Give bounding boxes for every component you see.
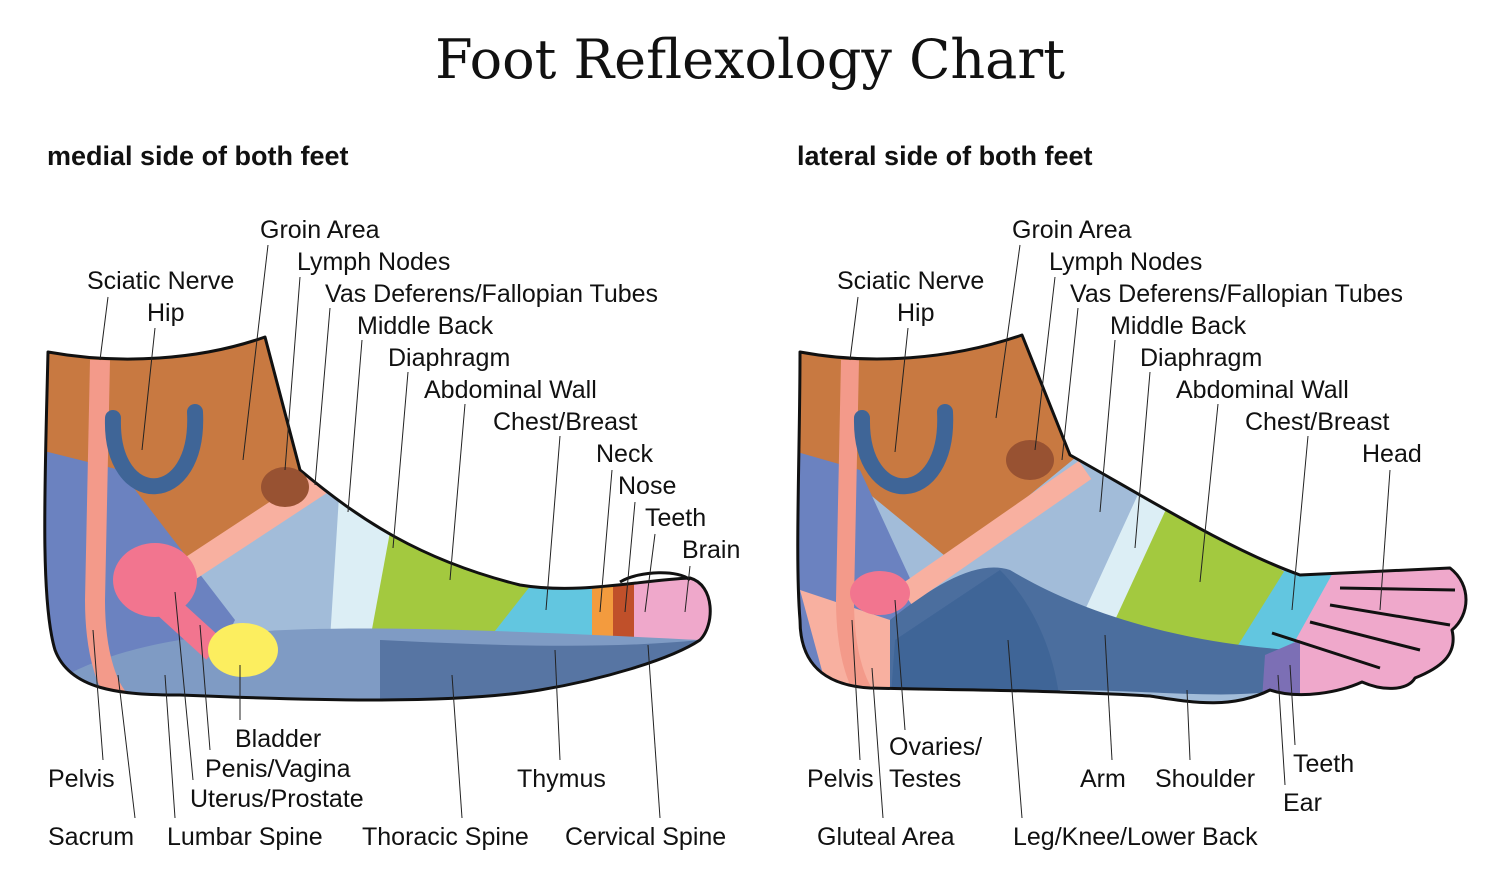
label-lymph-nodes: Lymph Nodes: [297, 248, 450, 276]
label-leg-knee-lower-back: Leg/Knee/Lower Back: [1013, 823, 1258, 851]
label-hip: Hip: [897, 299, 935, 327]
medial-foot: [44, 337, 711, 700]
bladder-marker: [113, 543, 197, 617]
label-vas-deferens: Vas Deferens/Fallopian Tubes: [1070, 280, 1403, 308]
lateral-leaders: [849, 244, 1391, 819]
toe-outline: [619, 571, 692, 584]
label-groin-area: Groin Area: [1012, 216, 1132, 244]
label-ear: Ear: [1283, 789, 1322, 817]
lateral-heading: lateral side of both feet: [797, 141, 1093, 171]
label-penis-vagina: Penis/Vagina: [205, 755, 351, 783]
label-chest-breast: Chest/Breast: [493, 408, 638, 436]
label-abdominal-wall: Abdominal Wall: [424, 376, 597, 404]
lateral-labels: Groin Area Lymph Nodes Vas Deferens/Fall…: [807, 216, 1422, 851]
label-shoulder: Shoulder: [1155, 765, 1255, 793]
label-sciatic-nerve: Sciatic Nerve: [837, 267, 984, 295]
medial-foot-outline: [43, 335, 712, 702]
label-middle-back: Middle Back: [1110, 312, 1247, 340]
label-uterus-prostate: Uterus/Prostate: [190, 785, 364, 813]
medial-heading: medial side of both feet: [47, 141, 349, 171]
label-hip: Hip: [147, 299, 185, 327]
label-teeth: Teeth: [1293, 750, 1354, 778]
label-thymus: Thymus: [517, 765, 606, 793]
label-teeth: Teeth: [645, 504, 706, 532]
label-head: Head: [1362, 440, 1422, 468]
label-cervical-spine: Cervical Spine: [565, 823, 726, 851]
label-sciatic-nerve: Sciatic Nerve: [87, 267, 234, 295]
label-brain: Brain: [682, 536, 740, 564]
label-diaphragm: Diaphragm: [388, 344, 510, 372]
label-abdominal-wall: Abdominal Wall: [1176, 376, 1349, 404]
chart-title: Foot Reflexology Chart: [435, 28, 1065, 91]
label-testes: Testes: [889, 765, 961, 793]
label-arm: Arm: [1080, 765, 1126, 793]
label-ovaries: Ovaries/: [889, 733, 982, 761]
label-nose: Nose: [618, 472, 676, 500]
medial-labels: Groin Area Lymph Nodes Vas Deferens/Fall…: [48, 216, 740, 851]
label-lumbar-spine: Lumbar Spine: [167, 823, 323, 851]
label-pelvis: Pelvis: [807, 765, 874, 793]
uterus-prostate-marker: [208, 623, 278, 677]
label-lymph-nodes: Lymph Nodes: [1049, 248, 1202, 276]
ovaries-testes-marker: [850, 571, 910, 615]
label-vas-deferens: Vas Deferens/Fallopian Tubes: [325, 280, 658, 308]
label-gluteal-area: Gluteal Area: [817, 823, 955, 851]
lymph-node-marker: [261, 467, 309, 507]
label-sacrum: Sacrum: [48, 823, 134, 851]
label-diaphragm: Diaphragm: [1140, 344, 1262, 372]
lymph-node-marker: [1006, 440, 1054, 480]
lateral-foot: [797, 335, 1466, 703]
label-groin-area: Groin Area: [260, 216, 380, 244]
toe-lines: [1271, 586, 1456, 670]
label-chest-breast: Chest/Breast: [1245, 408, 1390, 436]
label-bladder: Bladder: [235, 725, 321, 753]
lateral-foot-outline: [796, 333, 1468, 705]
hip-horseshoe-icon: [104, 404, 204, 495]
label-pelvis: Pelvis: [48, 765, 115, 793]
medial-leaders: [92, 244, 691, 819]
label-neck: Neck: [596, 440, 653, 468]
hip-horseshoe-icon: [853, 404, 954, 495]
label-thoracic-spine: Thoracic Spine: [362, 823, 529, 851]
label-middle-back: Middle Back: [357, 312, 494, 340]
